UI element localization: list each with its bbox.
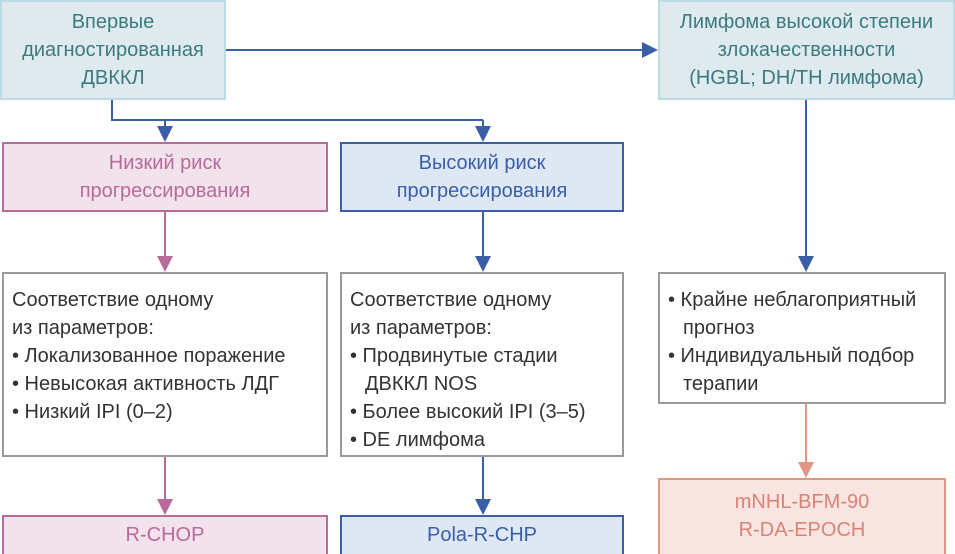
list-item-continuation: прогноз [683,317,755,339]
text-line: Лимфома высокой степени [679,11,934,33]
text-line: Соответствие одному [12,289,214,311]
text-line: злокачественности [717,39,896,61]
text-line: Низкий риск [108,152,222,174]
hgbl-criteria-box: • Крайне неблагоприятный прогноз • Индив… [658,272,946,404]
list-item: • Индивидуальный подбор [668,345,915,367]
list-item: • Продвинутые стадии [350,345,558,367]
text-line: Соответствие одному [350,289,552,311]
therapy-label: mNHL-BFM-90 [734,491,870,513]
text-line: (HGBL; DH/TH лимфома) [689,67,924,89]
hgbl-box: Лимфома высокой степени злокачественност… [658,0,955,100]
low-criteria-box: Соответствие одному из параметров: • Лок… [2,272,328,457]
text-line: Высокий риск [418,152,546,174]
list-item-continuation: терапии [683,373,759,395]
list-item: • Низкий IPI (0–2) [12,401,173,423]
text-line: прогрессирования [396,180,568,202]
high-risk-box: Высокий риск прогрессирования [340,142,624,212]
text-line: Впервые [71,11,155,33]
list-item: • Локализованное поражение [12,345,286,367]
therapy-label: R-CHOP [125,524,205,546]
text-line: прогрессирования [79,180,251,202]
therapy-label: Pola-R-CHP [426,524,538,546]
list-item: • Более высокий IPI (3–5) [350,401,586,423]
high-therapy-box: Pola-R-CHP [340,515,624,554]
list-item: • Крайне неблагоприятный [668,289,917,311]
low-therapy-box: R-CHOP [2,515,328,554]
start-box: Впервые диагностированная ДВККЛ [0,0,226,100]
therapy-label: R-DA-EPOCH [738,519,866,541]
list-item: • DE лимфома [350,429,485,451]
text-line: из параметров: [12,317,154,339]
high-criteria-box: Соответствие одному из параметров: • Про… [340,272,624,457]
text-line: из параметров: [350,317,492,339]
list-item-continuation: ДВККЛ NOS [365,373,478,395]
text-line: диагностированная [22,39,204,61]
hgbl-therapy-box: mNHL-BFM-90 R-DA-EPOCH [658,478,946,554]
list-item: • Невысокая активность ЛДГ [12,373,280,395]
connector-start-branch [111,100,483,121]
low-risk-box: Низкий риск прогрессирования [2,142,328,212]
text-line: ДВККЛ [81,67,145,89]
